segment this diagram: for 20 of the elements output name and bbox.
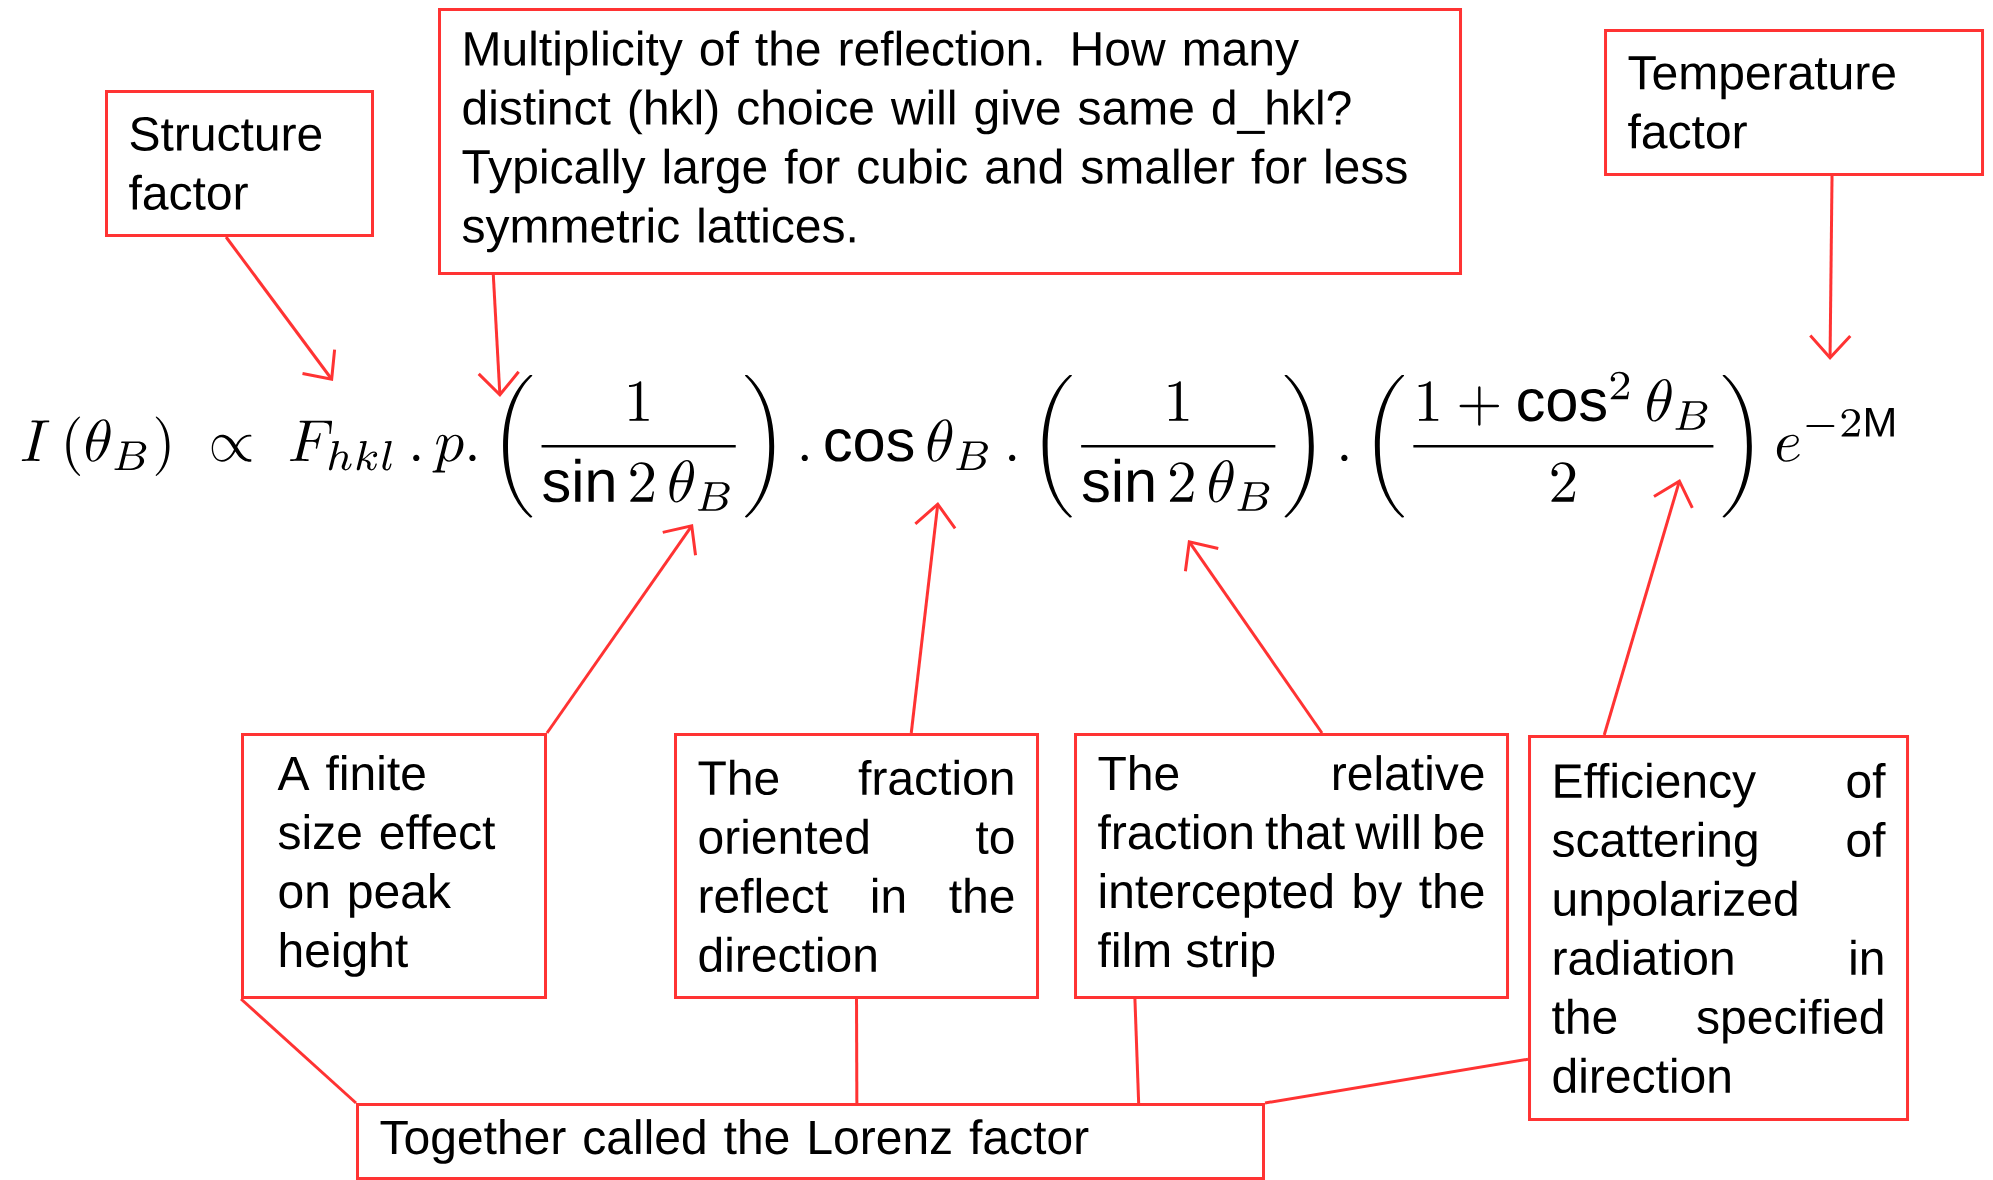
connector-line	[855, 999, 859, 1103]
leader-arrow	[1602, 479, 1694, 736]
leader-arrow	[224, 236, 337, 381]
text-box: Efficiency of scattering of unpolarized radiation in the specified direction	[1528, 735, 1910, 1121]
equation: $I\left(\theta_B\right)\;\propto\; F_{hkl}\,.\,p.\left(\frac{1}{\sin 2\,\theta_B}\right).\cos\theta_B\,.\left(\frac{1}{\sin 2\,\theta_B}\right).\left(\frac{1+\cos^2\theta_B}{2}\right)e^{-2\mathrm{M}}$	[21, 371, 1894, 518]
leader-arrow	[1809, 175, 1852, 360]
leader-arrow	[477, 274, 520, 397]
leader-arrow	[909, 502, 957, 734]
connector-line	[1264, 1057, 1529, 1105]
connector-line	[240, 997, 357, 1105]
connector-line	[1133, 998, 1141, 1104]
text-box: A finite size effect on peak height	[241, 733, 547, 999]
text-box: Together called the Lorenz factor	[356, 1103, 1265, 1180]
text-box: Temperature factor	[1604, 29, 1985, 176]
text-box: The fraction oriented to reflect in the direction	[674, 733, 1039, 999]
text-box: Structure factor	[105, 90, 374, 237]
text-box: Multiplicity of the reflection. How many distinct (hkl) choice will give same d_hkl? Typically large for cubic and smaller for less symmetric lattices.	[438, 8, 1462, 275]
leader-arrow	[1183, 540, 1324, 734]
text-box: The relative fraction that will be intercepted by the film strip	[1074, 733, 1509, 999]
leader-arrow	[545, 524, 697, 734]
